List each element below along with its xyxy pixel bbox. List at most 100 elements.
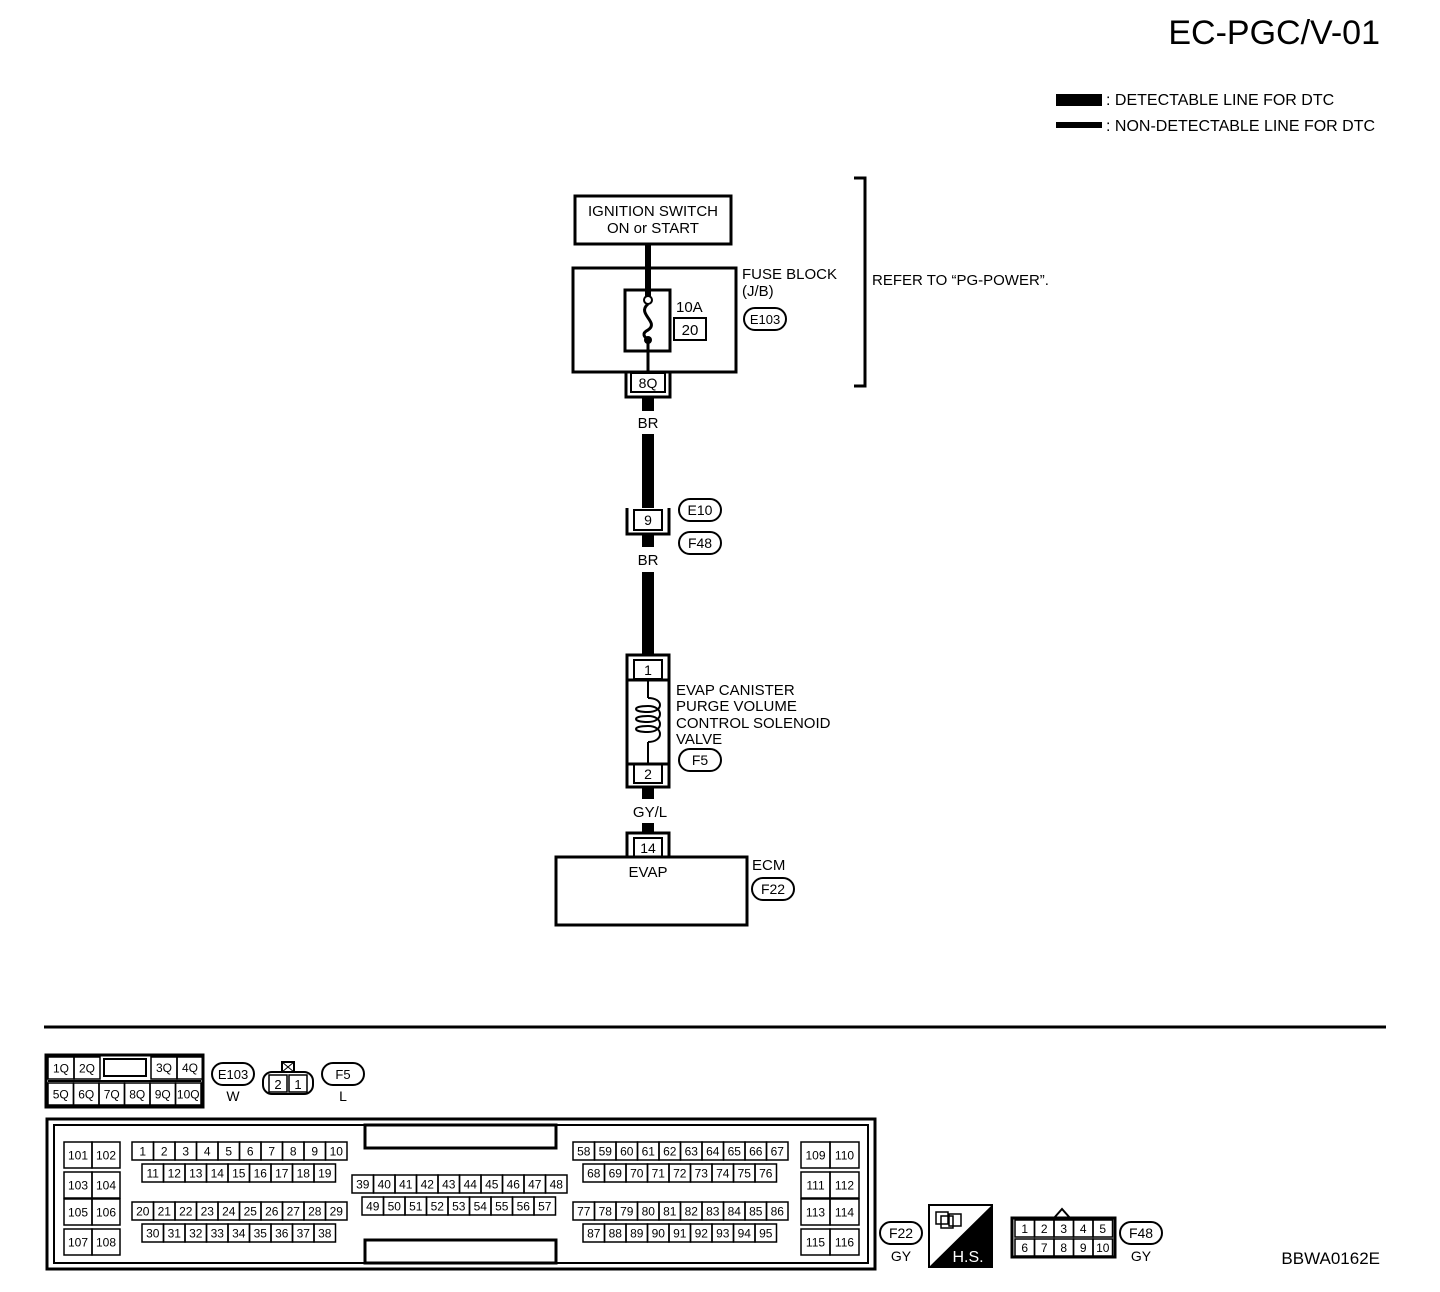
pin-label: 78 xyxy=(599,1204,613,1218)
pin-label: 5 xyxy=(1099,1222,1106,1236)
pin-label: 94 xyxy=(738,1226,752,1240)
pin-label: 116 xyxy=(835,1235,854,1249)
pin-label: 92 xyxy=(695,1226,709,1240)
pin-cell xyxy=(313,1163,337,1183)
pin-label: 32 xyxy=(189,1226,203,1240)
pin-label: 85 xyxy=(749,1204,763,1218)
connector-f5-badge xyxy=(678,748,722,772)
wire-br-2-color: BR xyxy=(638,552,659,569)
pin-label: 87 xyxy=(587,1226,601,1240)
f5-color: L xyxy=(339,1088,347,1104)
pin-label: 66 xyxy=(749,1144,763,1158)
pin-label: 10 xyxy=(1096,1241,1110,1255)
pin-cell xyxy=(829,1171,860,1199)
fuse-block-sublabel: (J/B) xyxy=(742,283,774,300)
pin-label: 7 xyxy=(268,1144,275,1158)
pin-label: 46 xyxy=(507,1177,521,1191)
fuse-number-box xyxy=(673,317,707,341)
pin-label: 68 xyxy=(587,1166,601,1180)
f48-id: F48 xyxy=(1129,1225,1153,1241)
pin-label: 38 xyxy=(318,1226,332,1240)
pin-label: 4 xyxy=(1080,1222,1087,1236)
refer-text: REFER TO “PG-POWER”. xyxy=(872,272,1049,289)
pin-label: 37 xyxy=(297,1226,311,1240)
legend-non-detectable-label: : NON-DETECTABLE LINE FOR DTC xyxy=(1106,118,1375,135)
pin-label: 44 xyxy=(464,1177,478,1191)
pin-label: 64 xyxy=(706,1144,720,1158)
ignition-switch-label: IGNITION SWITCH xyxy=(588,203,718,220)
pin-label: 33 xyxy=(211,1226,225,1240)
f48-color: GY xyxy=(1131,1248,1152,1264)
connector-f22-id: F22 xyxy=(761,881,785,897)
ignition-switch-state: ON or START xyxy=(607,220,699,237)
wire-br-1-lower xyxy=(642,434,654,508)
connector-f22-badge xyxy=(751,877,795,901)
pin-label: 58 xyxy=(577,1144,591,1158)
pin-cell xyxy=(91,1228,121,1256)
pin-label: 70 xyxy=(630,1166,644,1180)
pin-label: 45 xyxy=(485,1177,499,1191)
pin-cell xyxy=(176,1056,204,1080)
pin-cell xyxy=(91,1171,121,1199)
diagram-title: EC-PGC/V-01 xyxy=(1168,14,1380,52)
pin-label: 84 xyxy=(728,1204,742,1218)
pin-label: 111 xyxy=(806,1178,825,1192)
connector-f48-badge xyxy=(678,531,722,555)
pin-cell xyxy=(73,1056,101,1080)
pin-label: 15 xyxy=(232,1166,246,1180)
pin-label: 79 xyxy=(620,1204,634,1218)
pin-label: 54 xyxy=(474,1199,488,1213)
pin-label: 14 xyxy=(211,1166,225,1180)
pin-label: 5Q xyxy=(53,1087,69,1101)
pin-label: 50 xyxy=(388,1199,402,1213)
pin-label: 23 xyxy=(201,1204,215,1218)
harness-side-label: H.S. xyxy=(952,1249,983,1266)
pin-label: 113 xyxy=(806,1205,825,1219)
terminal-8q-label: 8Q xyxy=(639,375,658,391)
pin-label: 6 xyxy=(1021,1241,1028,1255)
pin-label: 35 xyxy=(254,1226,268,1240)
pin-label: 80 xyxy=(642,1204,656,1218)
pin-label: 3 xyxy=(1060,1222,1067,1236)
pin-label: 59 xyxy=(599,1144,613,1158)
pin-label: 69 xyxy=(609,1166,623,1180)
e103-key xyxy=(103,1058,147,1077)
pin-label: 101 xyxy=(68,1148,88,1162)
pin-label: 31 xyxy=(168,1226,182,1240)
pin-label: 8Q xyxy=(129,1087,145,1101)
connector-f5-face: 2 1 xyxy=(262,1061,314,1095)
pin-label: 41 xyxy=(399,1177,413,1191)
pin-label: 73 xyxy=(695,1166,709,1180)
solenoid-label-2: PURGE VOLUME xyxy=(676,698,797,715)
pin-label: 107 xyxy=(68,1235,88,1249)
pin-cell xyxy=(544,1174,568,1194)
pin-label: 42 xyxy=(421,1177,435,1191)
pin-label: 82 xyxy=(685,1204,699,1218)
pin-label: 1 xyxy=(139,1144,146,1158)
evap-solenoid-valve: 1 2 xyxy=(625,653,671,789)
fuse-block: 10A 20 xyxy=(571,266,738,374)
harness-side-icon xyxy=(935,1211,962,1229)
e103-color: W xyxy=(226,1088,240,1104)
solenoid-label-1: EVAP CANISTER xyxy=(676,682,795,699)
wire-br-2-lower xyxy=(642,572,654,656)
wire-br-1 xyxy=(642,397,654,411)
wire-gyl xyxy=(642,787,654,799)
pin-label: 90 xyxy=(652,1226,666,1240)
pin-label: 104 xyxy=(96,1178,116,1192)
pin-label: 91 xyxy=(673,1226,687,1240)
pin-label: 20 xyxy=(136,1204,150,1218)
figure-code: BBWA0162E xyxy=(1281,1249,1380,1268)
pin-label: 10Q xyxy=(177,1087,200,1101)
pin-label: 57 xyxy=(538,1199,552,1213)
pin-label: 5 xyxy=(225,1144,232,1158)
pin-cell xyxy=(1092,1219,1114,1238)
pin-label: 60 xyxy=(620,1144,634,1158)
pin-cell xyxy=(91,1198,121,1226)
refer-bracket xyxy=(854,176,867,388)
pin-label: 39 xyxy=(356,1177,370,1191)
pin-label: 19 xyxy=(318,1166,332,1180)
